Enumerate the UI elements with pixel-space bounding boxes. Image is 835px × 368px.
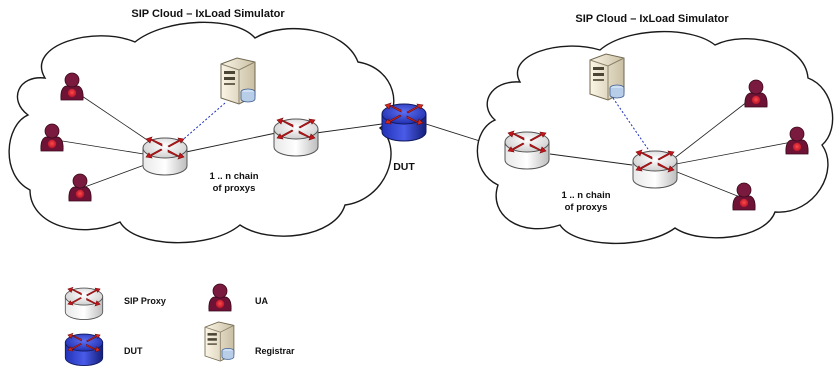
legend-registrar-icon	[204, 321, 235, 362]
left-chain-label-line1: 1 .. n chain	[209, 171, 258, 182]
left-cloud-shape	[8, 21, 395, 244]
right-chain-label-line2: of proxys	[565, 202, 608, 213]
left-to-dut-link	[315, 123, 383, 134]
right-cloud-title: SIP Cloud – IxLoad Simulator	[575, 13, 729, 25]
legend-ua-label: UA	[255, 296, 268, 306]
right-registrar-icon	[589, 53, 625, 101]
left-chain-label-line2: of proxys	[213, 183, 256, 194]
legend-dut-label: DUT	[124, 346, 143, 356]
right-registrar-link	[612, 97, 651, 153]
legend-ua-icon	[208, 283, 232, 312]
right-sip-proxy-icon-1	[504, 130, 550, 170]
right-proxy-chain-link	[549, 153, 633, 166]
legend-dut-icon	[64, 332, 104, 366]
left-sip-cloud: SIP Cloud – IxLoad Simulator 1 .. n chai…	[8, 8, 395, 244]
legend-registrar-label: Registrar	[255, 346, 295, 356]
right-ua3-link	[671, 169, 741, 198]
legend-sip-proxy-icon	[64, 286, 104, 320]
right-ua2-link	[675, 141, 793, 165]
dut-label: DUT	[393, 161, 415, 173]
left-ua2-link	[55, 139, 151, 156]
legend: SIP Proxy UA DUT Registrar	[64, 283, 295, 366]
legend-sip-proxy-label: SIP Proxy	[124, 296, 166, 306]
left-sip-proxy-icon-2	[273, 117, 319, 157]
right-chain-label-line1: 1 .. n chain	[561, 190, 610, 201]
right-sip-proxy-icon-2	[632, 149, 678, 189]
dut-icon	[381, 102, 427, 142]
right-sip-cloud: SIP Cloud – IxLoad Simulator 1 .. n chai…	[476, 13, 834, 245]
left-cloud-title: SIP Cloud – IxLoad Simulator	[131, 8, 285, 20]
right-ua1-link	[671, 97, 753, 161]
left-registrar-icon	[220, 57, 256, 105]
left-proxy-chain-link	[185, 132, 277, 153]
left-sip-proxy-icon-1	[142, 136, 188, 176]
